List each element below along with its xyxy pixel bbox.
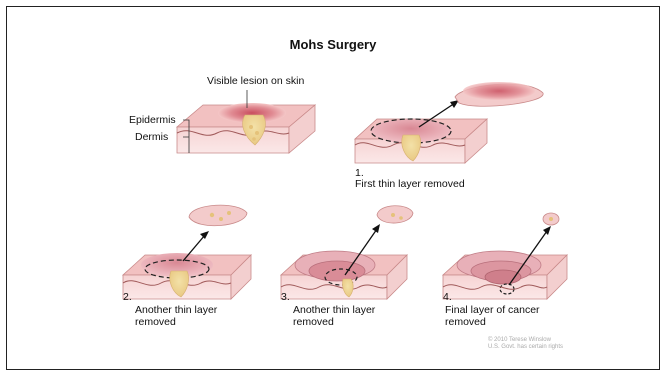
epidermis-label: Epidermis	[129, 114, 176, 126]
step-1-caption: First thin layer removed	[355, 179, 465, 191]
skin-block-step1	[355, 82, 543, 163]
step-4-number: 4.	[443, 291, 452, 303]
step-4-caption: Final layer of cancer removed	[445, 305, 540, 328]
copyright-line-1: © 2010 Terese Winslow	[488, 337, 563, 344]
skin-front-face	[177, 127, 289, 153]
skin-block-step3	[281, 206, 413, 299]
lesion-label: Visible lesion on skin	[207, 75, 304, 87]
removed-layer-2	[189, 205, 247, 226]
skin-block-initial	[177, 103, 315, 153]
dermis-label: Dermis	[135, 131, 168, 143]
skin-block-step2	[123, 205, 251, 299]
step-2-caption: Another thin layer removed	[135, 305, 217, 328]
step-2-number: 2.	[123, 291, 132, 303]
copyright-line-2: U.S. Govt. has certain rights	[488, 344, 563, 351]
skin-block-step4	[443, 213, 567, 299]
step-3-caption: Another thin layer removed	[293, 305, 375, 328]
copyright-notice: © 2010 Terese Winslow U.S. Govt. has cer…	[488, 337, 563, 351]
diagram-frame: Mohs Surgery	[6, 6, 660, 370]
removed-layer-3	[377, 206, 413, 223]
step-3-number: 3.	[281, 291, 290, 303]
